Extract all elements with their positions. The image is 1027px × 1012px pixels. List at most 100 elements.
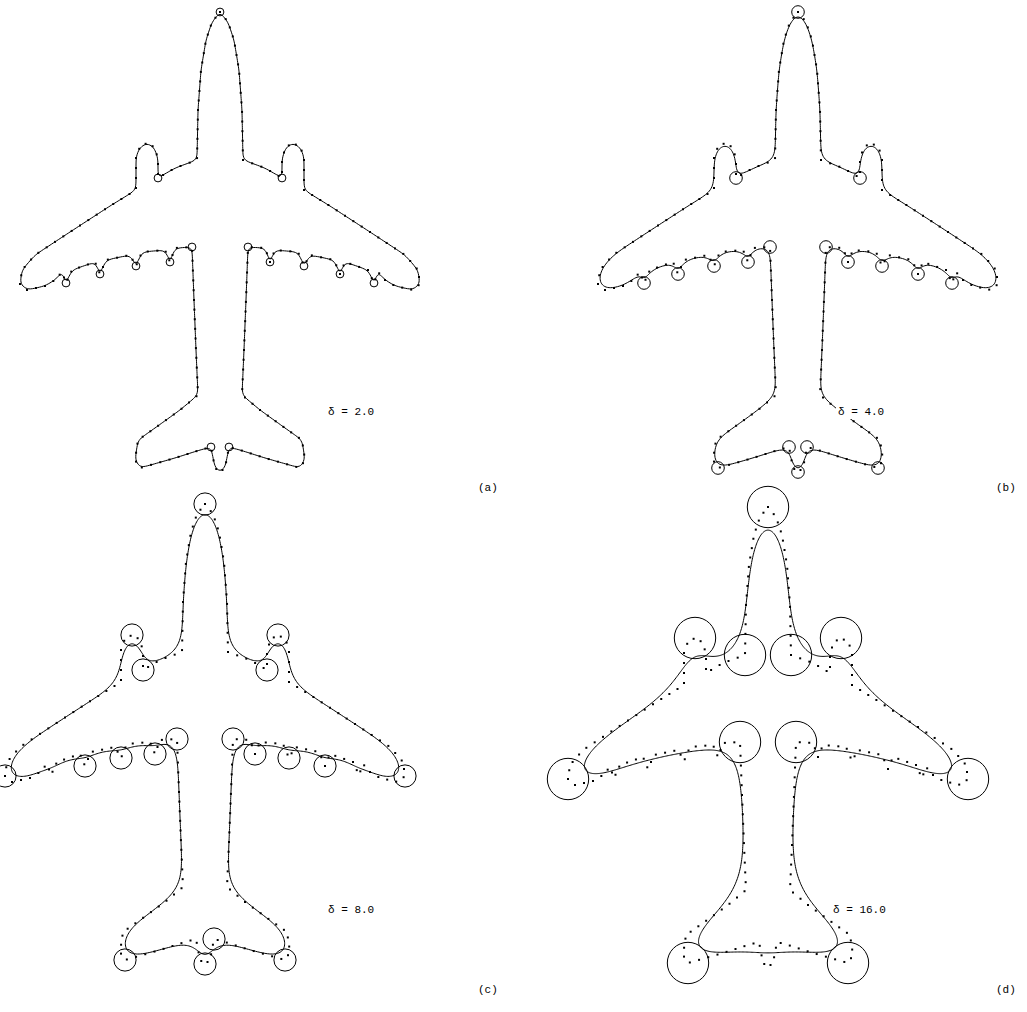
sample-dot xyxy=(892,710,894,712)
sample-dot xyxy=(324,765,326,767)
sample-dot xyxy=(752,538,754,540)
sample-dot xyxy=(197,109,199,111)
curvature-circle xyxy=(638,277,651,290)
sample-dot xyxy=(735,425,737,427)
curvature-circle xyxy=(244,743,266,765)
sample-dot xyxy=(751,547,753,549)
sample-dot xyxy=(245,311,247,313)
sample-dot xyxy=(181,649,183,651)
sample-dot xyxy=(212,944,214,946)
sample-dot xyxy=(851,674,853,676)
sample-dot xyxy=(795,747,797,749)
sample-dot xyxy=(121,935,123,937)
sample-dot xyxy=(859,689,861,691)
sample-dot xyxy=(660,698,662,700)
sample-dot xyxy=(158,906,160,908)
sample-dot xyxy=(754,247,756,249)
sample-dot xyxy=(942,742,944,744)
sample-dot xyxy=(189,535,191,537)
sample-dot xyxy=(288,144,290,146)
sample-dot xyxy=(646,766,648,768)
sample-dot xyxy=(618,766,620,768)
sample-dot xyxy=(356,769,358,771)
sample-dot xyxy=(150,911,152,913)
sample-dot xyxy=(295,144,297,146)
sample-dot xyxy=(824,262,826,264)
sample-dot xyxy=(767,506,769,508)
sample-dot xyxy=(95,263,97,265)
sample-dot xyxy=(791,834,793,836)
sample-dot xyxy=(188,544,190,546)
sample-dot xyxy=(774,147,776,149)
sample-dot xyxy=(677,688,679,690)
sample-dot xyxy=(344,215,346,217)
sample-dot xyxy=(740,755,742,757)
sample-dot xyxy=(193,289,195,291)
sample-dot xyxy=(824,272,826,274)
sample-dot xyxy=(288,661,290,663)
sample-dot xyxy=(744,642,746,644)
sample-dot xyxy=(791,854,793,856)
sample-dot xyxy=(288,681,290,683)
sample-dot xyxy=(680,754,682,756)
sample-dot xyxy=(713,914,715,916)
sample-dot xyxy=(791,459,793,461)
sample-dot xyxy=(142,655,144,657)
curvature-circle xyxy=(110,747,132,769)
sample-dot xyxy=(693,638,695,640)
sample-dot xyxy=(996,284,998,286)
sample-dot xyxy=(821,339,823,341)
curvature-circle xyxy=(194,493,216,515)
sample-dot xyxy=(773,337,775,339)
sample-dot xyxy=(244,397,246,399)
sample-dot xyxy=(196,395,198,397)
sample-dot xyxy=(204,43,206,45)
sample-dot xyxy=(242,140,244,142)
sample-dot xyxy=(736,897,738,899)
sample-dot xyxy=(56,722,58,724)
sample-dot xyxy=(363,764,365,766)
sample-dot xyxy=(286,463,288,465)
sample-dot xyxy=(644,709,646,711)
sample-dot xyxy=(713,187,715,189)
sample-dot xyxy=(774,367,776,369)
sample-dot xyxy=(572,761,574,763)
sample-dot xyxy=(178,791,180,793)
sample-dot xyxy=(179,820,181,822)
sample-dot xyxy=(979,287,981,289)
sample-dot xyxy=(881,454,883,456)
sample-dot xyxy=(199,80,201,82)
sample-dot xyxy=(81,706,83,708)
sample-dot xyxy=(724,742,726,744)
curvature-circle xyxy=(222,728,244,750)
curvature-circle xyxy=(394,765,416,787)
sample-dot xyxy=(683,947,685,949)
sample-dot xyxy=(864,463,866,465)
sample-dot xyxy=(48,769,50,771)
sample-dot xyxy=(314,750,316,752)
sample-dot xyxy=(689,961,691,963)
sample-dot xyxy=(258,744,260,746)
sample-dot xyxy=(655,754,657,756)
sample-dot xyxy=(737,657,739,659)
sample-dot xyxy=(135,187,137,189)
sample-dot xyxy=(142,917,144,919)
sample-dot xyxy=(792,815,794,817)
sample-dot xyxy=(627,720,629,722)
sample-dot xyxy=(624,246,626,248)
sample-dot xyxy=(568,769,570,771)
sample-dot xyxy=(168,459,170,461)
sample-dot xyxy=(222,469,224,471)
sample-dot xyxy=(403,776,405,778)
sample-dot xyxy=(637,274,639,276)
sample-dot xyxy=(79,225,81,227)
sample-dot xyxy=(850,939,852,941)
sample-dot xyxy=(914,209,916,211)
sample-dot xyxy=(163,948,165,950)
sample-dot xyxy=(386,779,388,781)
sample-dot xyxy=(830,921,832,923)
sample-dot xyxy=(822,397,824,399)
sample-dot xyxy=(907,258,909,260)
sample-dot xyxy=(232,744,234,746)
sample-dot xyxy=(105,690,107,692)
